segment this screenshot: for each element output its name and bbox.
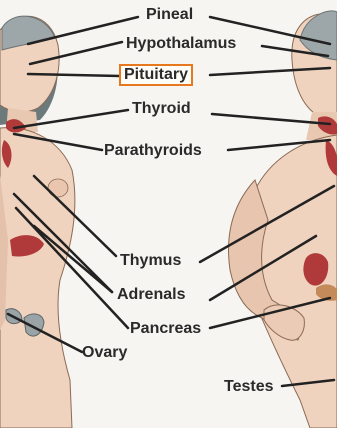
label-adrenals: Adrenals [117,286,185,304]
label-testes: Testes [224,378,274,396]
label-parathyroids: Parathyroids [104,142,202,160]
label-pancreas: Pancreas [130,320,201,338]
female-torso [0,128,75,428]
female-figure [0,16,75,428]
label-pituitary: Pituitary [119,64,193,86]
label-thyroid: Thyroid [132,100,191,118]
label-thymus: Thymus [120,252,181,270]
label-hypothalamus: Hypothalamus [126,35,236,53]
label-ovary: Ovary [82,344,127,362]
label-pineal: Pineal [146,6,193,24]
